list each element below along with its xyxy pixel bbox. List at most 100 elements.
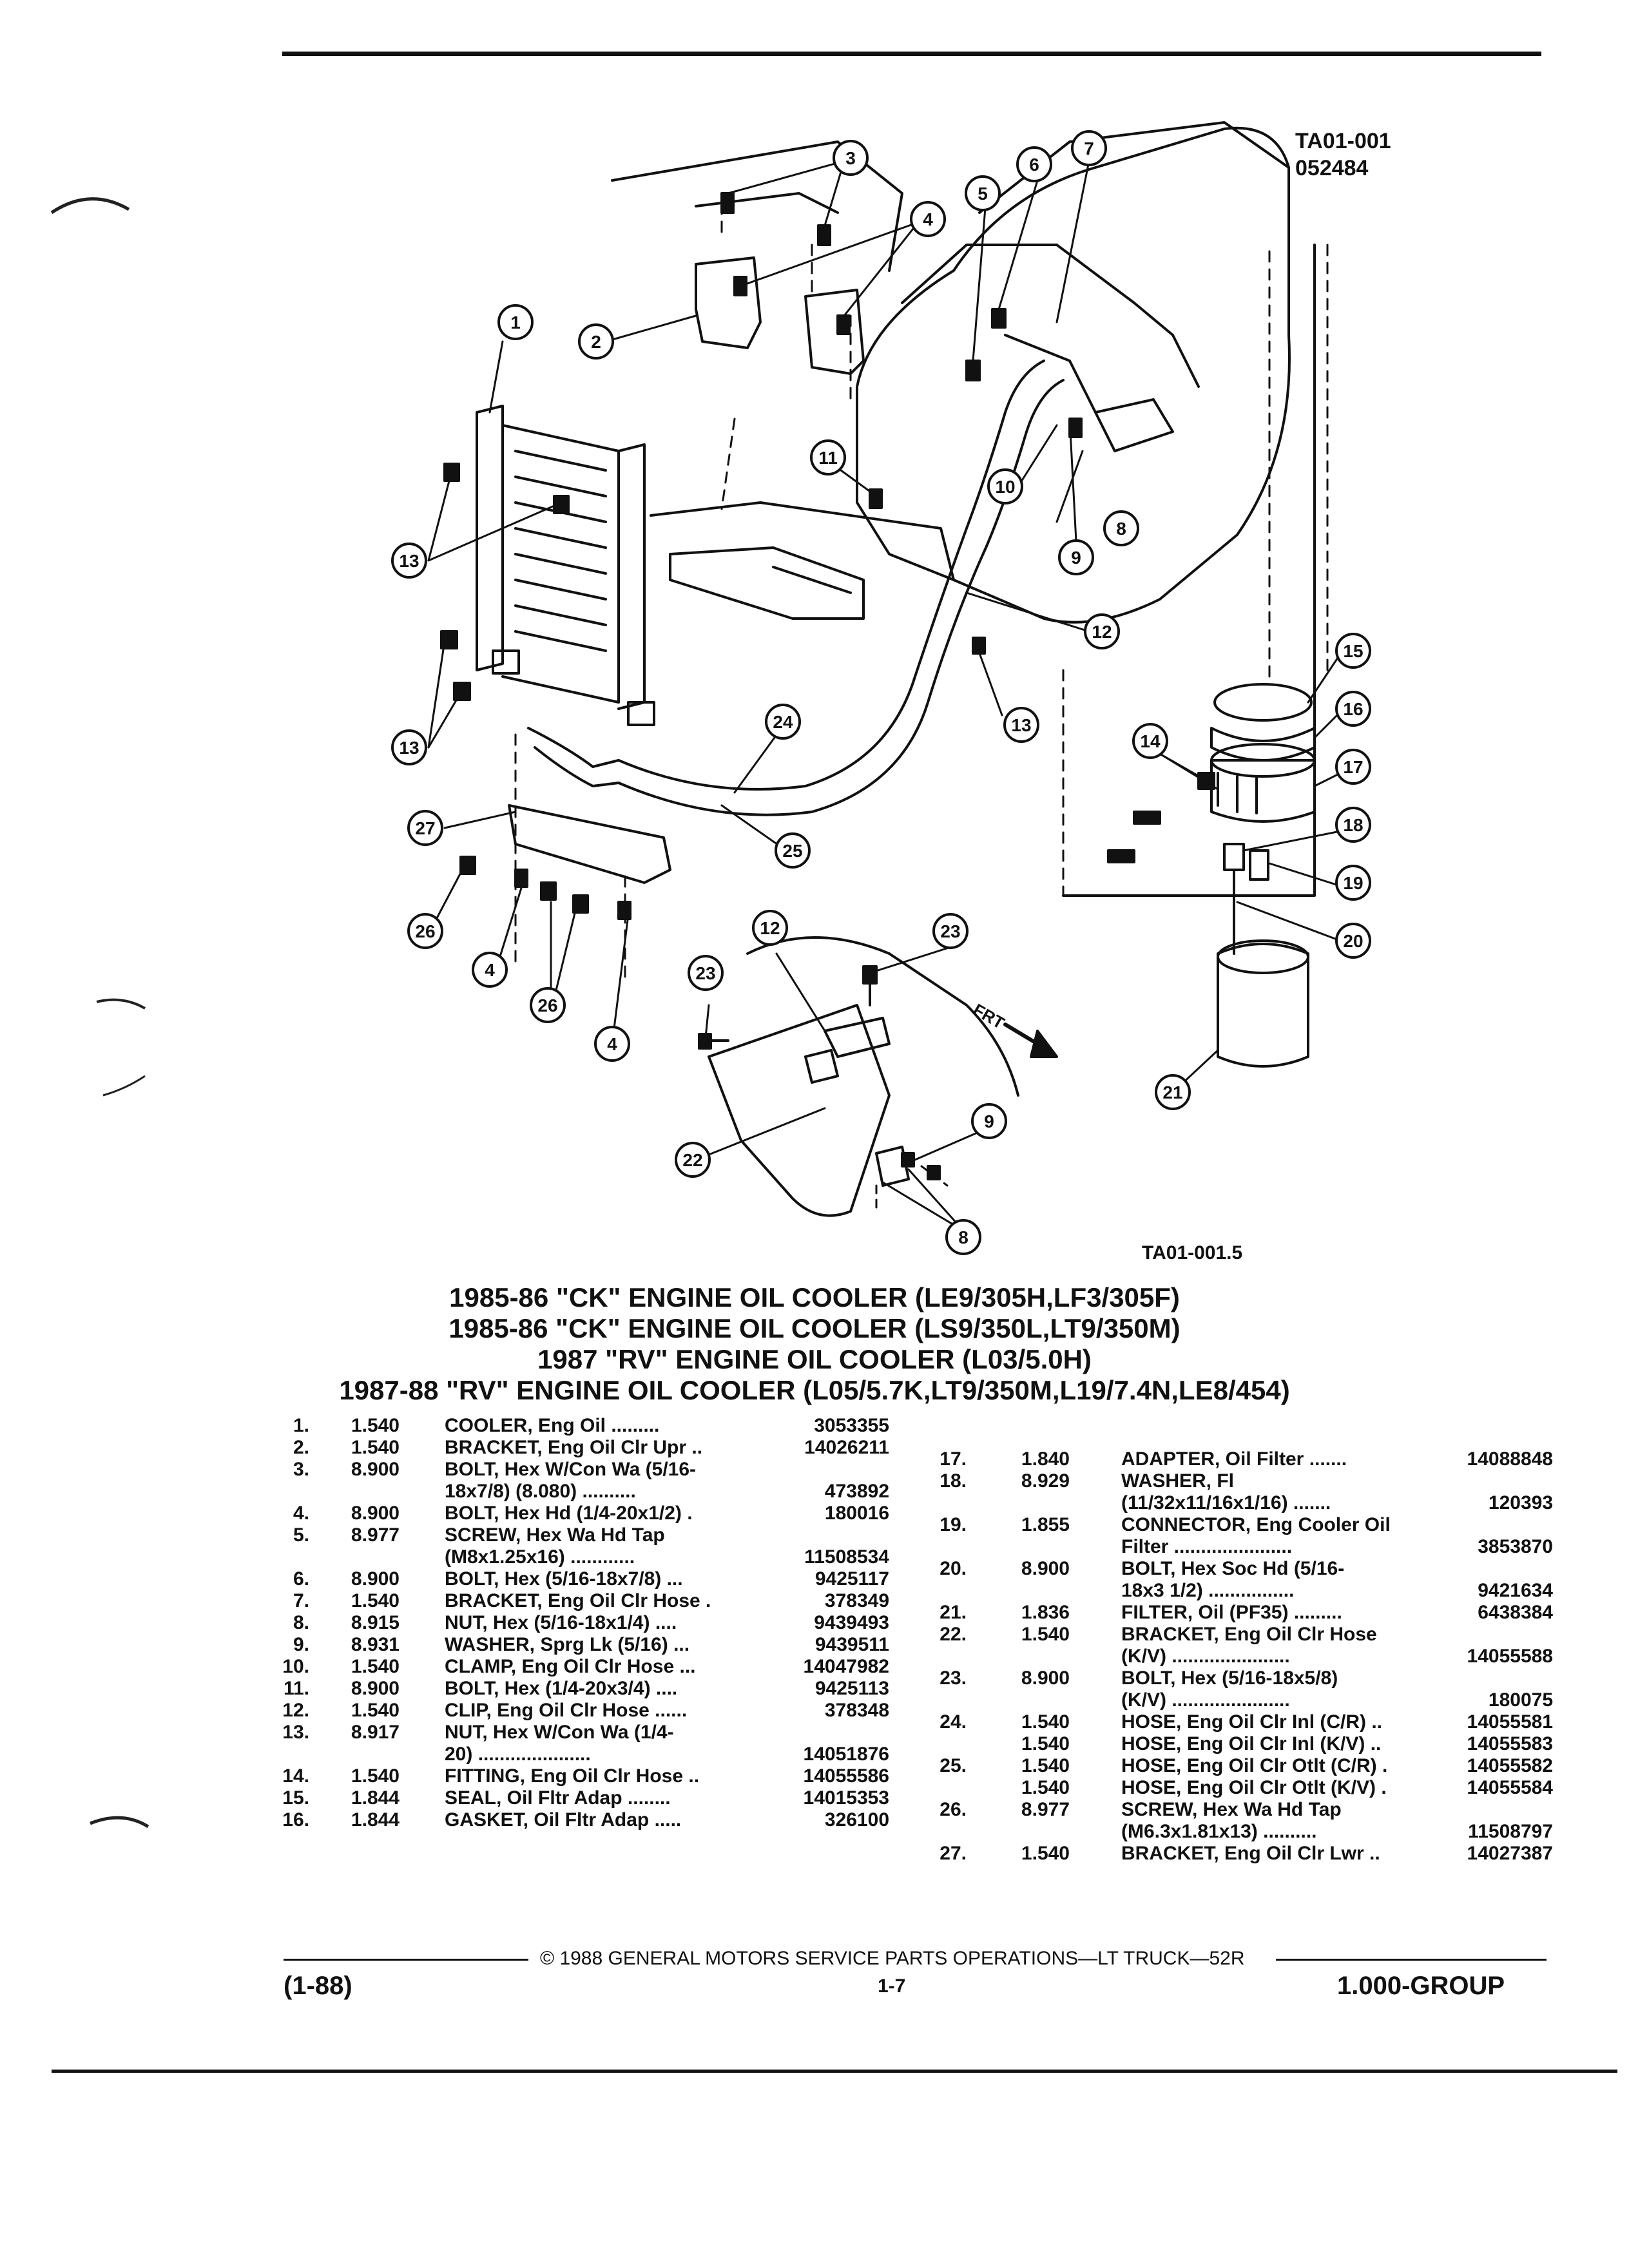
item-number: 11. [283, 1678, 309, 1699]
part-row: 16. 1.844 GASKET, Oil Fltr Adap ..... 32610… [277, 1809, 889, 1831]
callout-25: 25 [782, 841, 802, 861]
part-description: SEAL, Oil Fltr Adap ........ [445, 1787, 671, 1809]
callout-23: 23 [940, 921, 960, 941]
parts-list-right: 17. 1.840 ADAPTER, Oil Filter ....... 14088… [934, 1448, 1553, 1865]
catalog-group: 1.840 [1021, 1448, 1070, 1470]
item-number: 8. [293, 1612, 309, 1633]
engine-outline [856, 126, 1291, 624]
part-number: 9439493 [814, 1612, 889, 1633]
part-number: 378349 [824, 1590, 889, 1611]
catalog-group: 1.844 [351, 1809, 400, 1831]
part-description: FITTING, Eng Oil Clr Hose .. [445, 1765, 700, 1787]
part-number: 14055588 [1467, 1646, 1553, 1667]
callout-12b: 12 [760, 918, 780, 938]
catalog-group: 1.540 [1021, 1733, 1070, 1754]
part-number: 9425113 [815, 1678, 889, 1699]
callout-9: 9 [1071, 548, 1081, 568]
part-description: CLIP, Eng Oil Clr Hose ...... [445, 1700, 688, 1721]
callout-20: 20 [1343, 931, 1363, 951]
part-number: 9425117 [815, 1568, 889, 1590]
catalog-group: 1.540 [1021, 1711, 1070, 1733]
part-number: 9421634 [1478, 1580, 1553, 1601]
part-description: ADAPTER, Oil Filter ....... [1121, 1448, 1347, 1470]
callout-19: 19 [1343, 873, 1363, 893]
seal [1213, 683, 1313, 722]
group-number: 1.000-GROUP [1337, 1972, 1505, 2000]
item-number: 6. [293, 1568, 309, 1590]
item-number: 7. [293, 1590, 309, 1611]
item-number: 9. [293, 1634, 309, 1655]
part-number: 326100 [824, 1809, 889, 1831]
part-number: 11508797 [1468, 1821, 1553, 1842]
part-number: 14051876 [803, 1744, 889, 1765]
inlet-hose [617, 360, 1045, 791]
catalog-group: 1.540 [351, 1656, 400, 1677]
item-number: 1. [293, 1415, 309, 1436]
catalog-group: 8.915 [351, 1612, 400, 1633]
part-number: 14055586 [803, 1765, 889, 1787]
part-number: 14088848 [1467, 1448, 1553, 1470]
item-number: 21. [940, 1602, 967, 1623]
part-description: BOLT, Hex W/Con Wa (5/16- [445, 1459, 697, 1480]
part-number: 3053355 [814, 1415, 889, 1436]
callout-3: 3 [845, 148, 856, 168]
item-number: 10. [282, 1656, 309, 1677]
item-number: 27. [940, 1843, 967, 1864]
catalog-group: 8.977 [351, 1524, 400, 1546]
margin-marks [50, 197, 149, 1829]
part-number: 473892 [824, 1481, 889, 1502]
item-number: 5. [293, 1524, 309, 1546]
catalog-group: 8.900 [1021, 1558, 1070, 1579]
item-number: 19. [940, 1514, 967, 1535]
part-description: BOLT, Hex (1/4-20x3/4) .... [445, 1678, 678, 1699]
part-description: GASKET, Oil Fltr Adap ..... [445, 1809, 682, 1831]
callout-13b: 13 [1011, 715, 1031, 735]
part-number: 14055583 [1467, 1733, 1553, 1754]
callout-8b: 8 [958, 1227, 969, 1247]
callout-14: 14 [1140, 731, 1161, 751]
figure-date: 052484 [1295, 156, 1369, 180]
callout-26b: 26 [537, 995, 557, 1015]
part-description-cont: (K/V) ...................... [1121, 1689, 1290, 1711]
part-description-cont: (11/32x11/16x1/16) ....... [1121, 1492, 1331, 1514]
part-number: 180075 [1488, 1689, 1553, 1711]
part-number: 14047982 [803, 1656, 889, 1677]
part-description: NUT, Hex W/Con Wa (1/4- [445, 1722, 674, 1743]
part-description: BOLT, Hex (5/16-18x7/8) ... [445, 1568, 683, 1590]
title-line-3: 1987 "RV" ENGINE OIL COOLER (L03/5.0H) [537, 1344, 1092, 1374]
catalog-group: 8.900 [351, 1503, 400, 1524]
part-description: BRACKET, Eng Oil Clr Hose [1121, 1624, 1377, 1645]
item-number: 4. [293, 1503, 309, 1524]
exploded-diagram: 3 4 5 6 7 8 9 10 11 1 2 13 12 13 13 15 1… [391, 121, 1371, 1255]
catalog-group: 8.929 [1021, 1470, 1070, 1492]
callout-7: 7 [1084, 139, 1094, 159]
part-number: 9439511 [815, 1634, 889, 1655]
part-description: SCREW, Hex Wa Hd Tap [1121, 1799, 1342, 1820]
callout-13: 13 [399, 551, 419, 571]
title-line-4: 1987-88 "RV" ENGINE OIL COOLER (L05/5.7K… [339, 1375, 1290, 1405]
part-description-cont: (M6.3x1.81x13) .......... [1121, 1821, 1317, 1842]
callout-4c: 4 [607, 1034, 617, 1054]
lower-bracket [508, 804, 671, 884]
catalog-group: 1.540 [351, 1437, 400, 1458]
part-description-cont: 18x3 1/2) ................ [1121, 1580, 1295, 1601]
callout-10: 10 [995, 477, 1015, 497]
item-number: 26. [940, 1799, 967, 1820]
item-number: 17. [940, 1448, 967, 1470]
item-number: 16. [282, 1809, 309, 1831]
part-number: 14055582 [1467, 1755, 1553, 1776]
